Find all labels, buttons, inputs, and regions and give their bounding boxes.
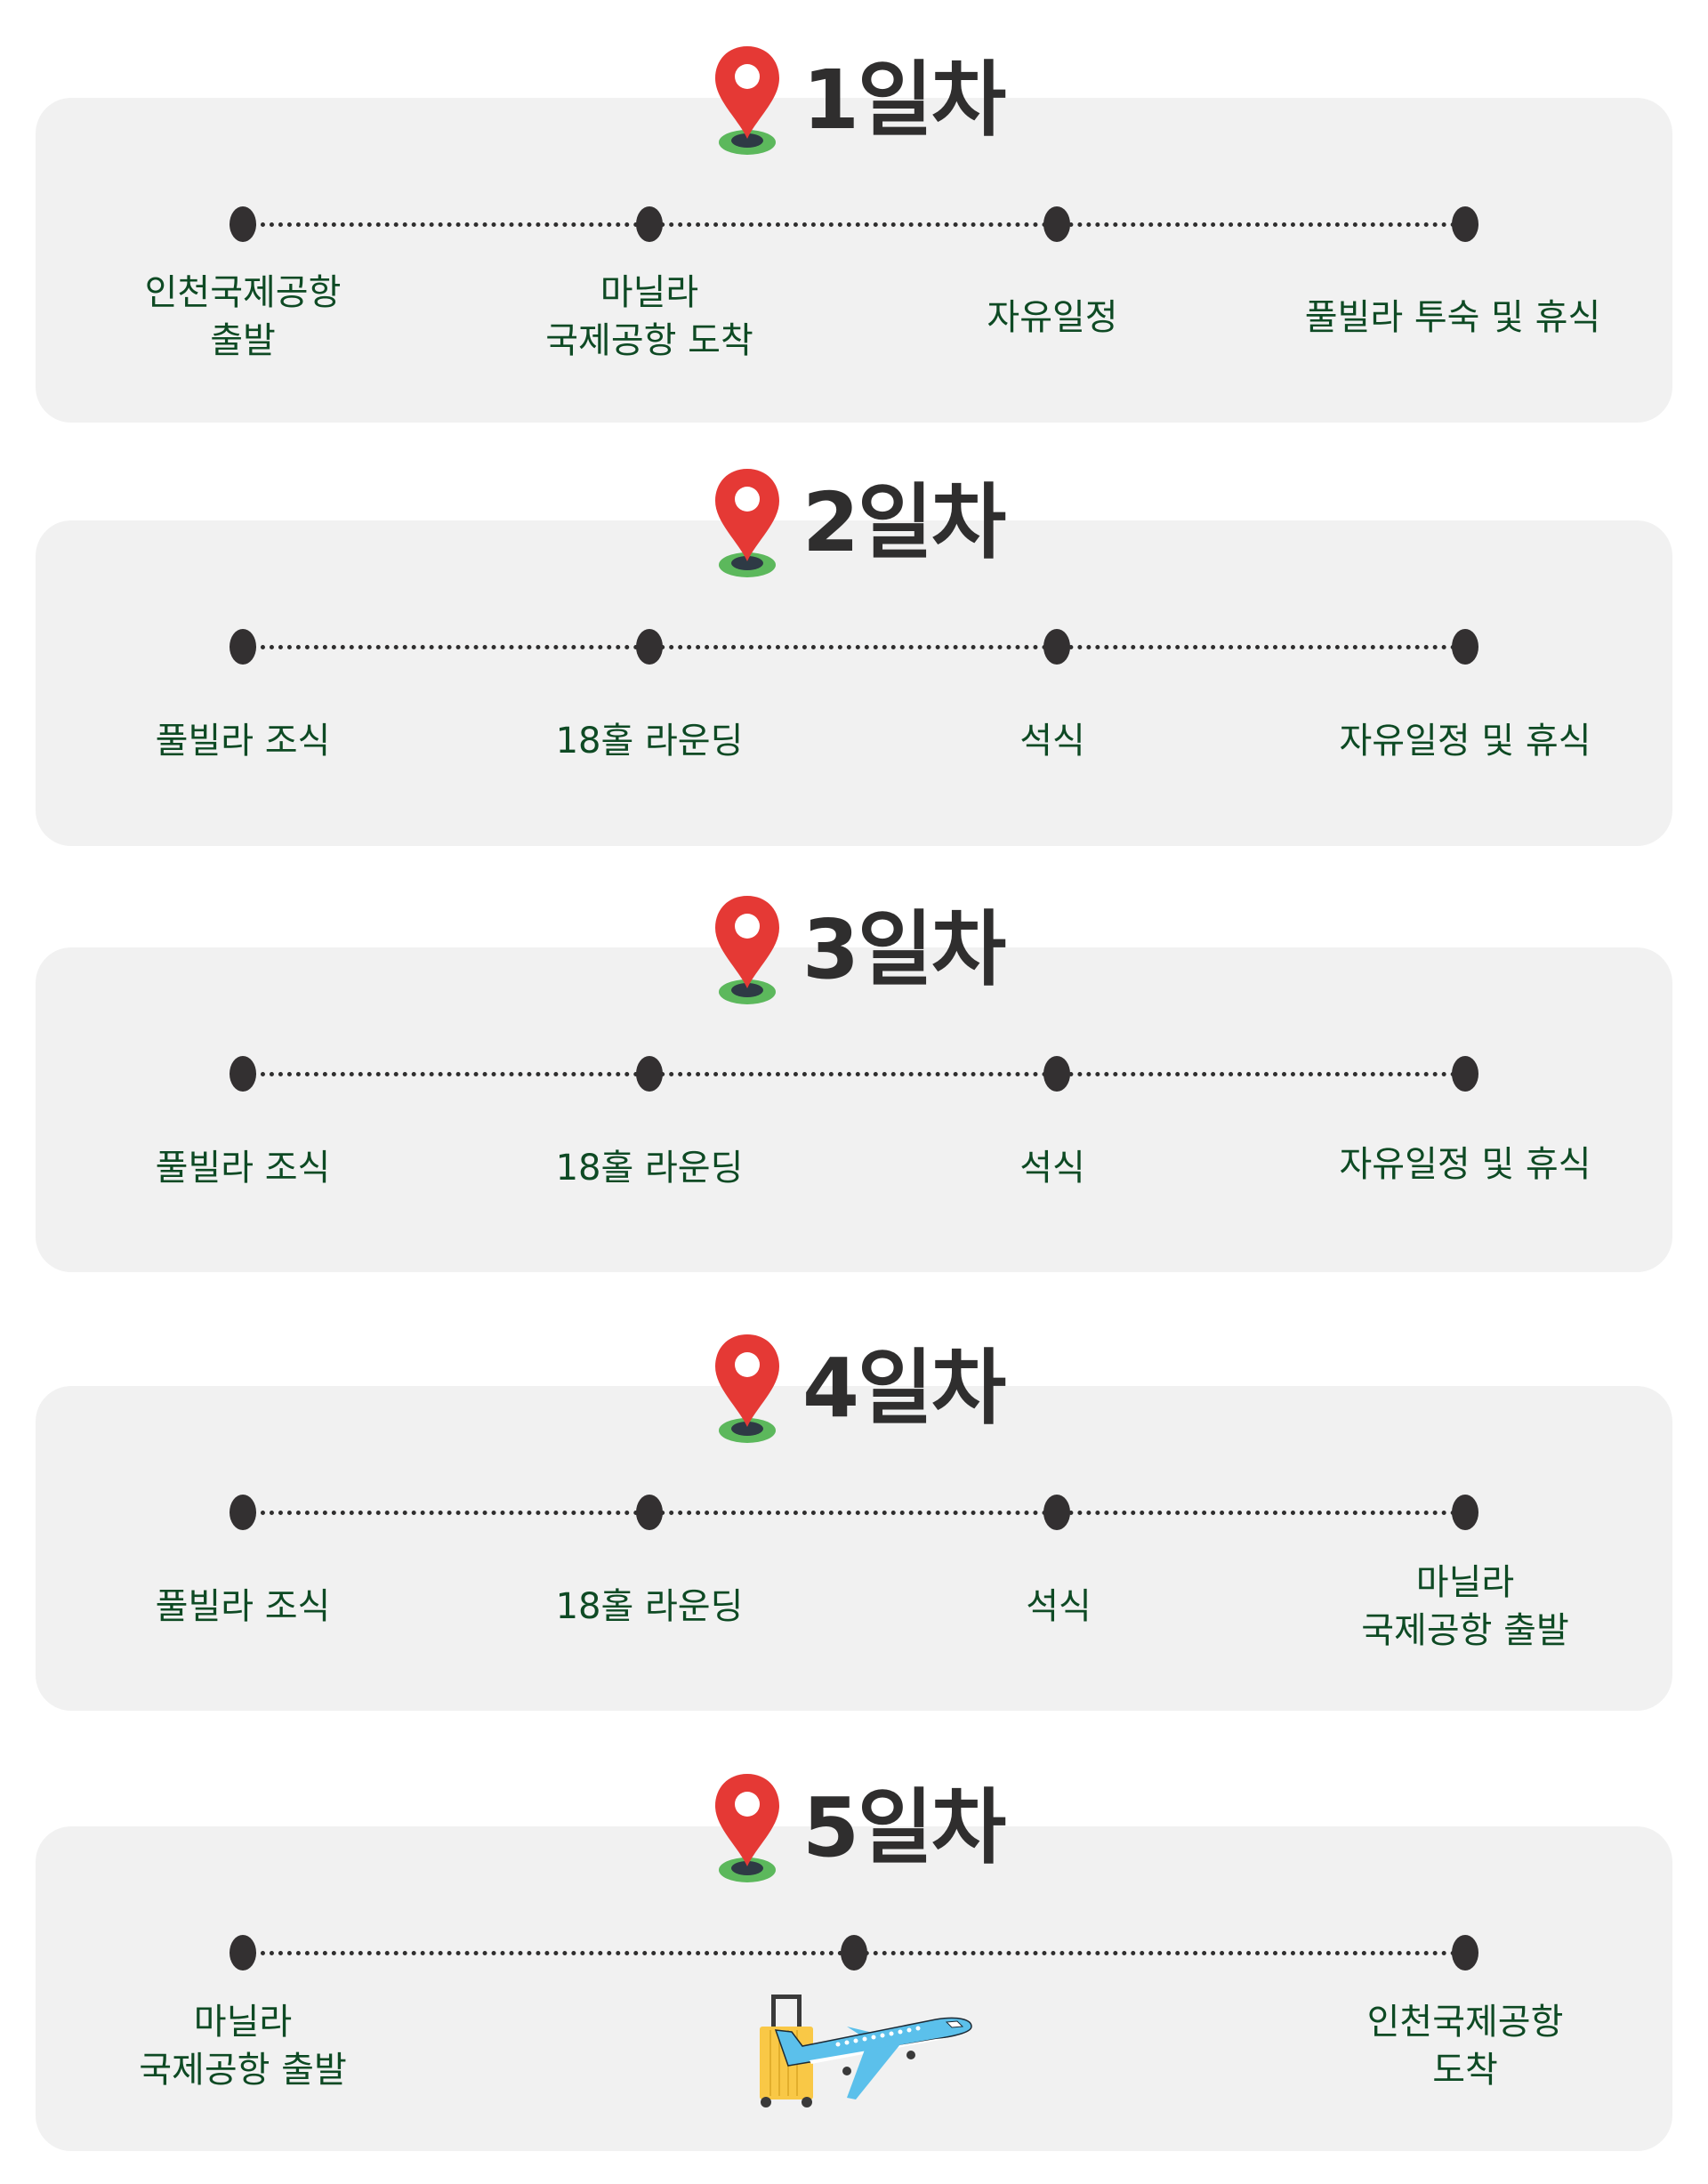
map-pin-icon xyxy=(712,892,783,1008)
timeline-dot xyxy=(230,629,256,665)
stop-label: 풀빌라 조식 xyxy=(155,1586,331,1627)
timeline-dot xyxy=(1452,206,1478,242)
day-2-title: 2일차 xyxy=(802,475,1006,570)
timeline-dot xyxy=(1452,629,1478,665)
timeline-dot xyxy=(1452,1935,1478,1970)
stop-label: 석식 xyxy=(1026,1586,1092,1627)
timeline-dot xyxy=(636,206,663,242)
timeline-dot xyxy=(1043,629,1070,665)
stop-label: 석식 xyxy=(1019,721,1085,762)
timeline-dot xyxy=(230,1935,256,1970)
map-pin-icon xyxy=(712,43,783,158)
timeline-dot xyxy=(1452,1495,1478,1530)
day-3-heading: 3일차 xyxy=(712,892,1014,1008)
stop-label: 인천국제공항 도착 xyxy=(1366,2002,1564,2091)
day-2-heading: 2일차 xyxy=(712,465,1014,581)
timeline-dot xyxy=(230,206,256,242)
stop-label: 자유일정 및 휴식 xyxy=(1339,1144,1591,1185)
day-3-card xyxy=(36,947,1672,1272)
day-1-title: 1일차 xyxy=(802,52,1006,148)
day-1-card xyxy=(36,98,1672,423)
day-1-timeline xyxy=(243,222,1465,227)
stop-label: 자유일정 xyxy=(987,297,1118,338)
day-4-heading: 4일차 xyxy=(712,1331,1014,1447)
stop-label: 마닐라 국제공항 도착 xyxy=(545,272,753,361)
day-4-title: 4일차 xyxy=(802,1341,1006,1436)
day-3-title: 3일차 xyxy=(802,902,1006,997)
timeline-dot xyxy=(636,629,663,665)
timeline-dot xyxy=(230,1495,256,1530)
airplane-suitcase-icon xyxy=(758,1993,980,2108)
stop-label: 18홀 라운딩 xyxy=(555,721,744,762)
stop-label: 18홀 라운딩 xyxy=(555,1586,744,1627)
map-pin-icon xyxy=(712,1331,783,1447)
timeline-dot xyxy=(1452,1056,1478,1092)
timeline-dot xyxy=(1043,206,1070,242)
day-2-timeline xyxy=(243,645,1465,649)
stop-label: 풀빌라 투숙 및 휴식 xyxy=(1304,297,1601,338)
timeline-dot xyxy=(230,1056,256,1092)
day-5-heading: 5일차 xyxy=(712,1770,1014,1886)
stop-label: 석식 xyxy=(1019,1148,1085,1189)
timeline-dot xyxy=(636,1495,663,1530)
stop-label: 풀빌라 조식 xyxy=(155,721,331,762)
day-4-timeline xyxy=(243,1511,1465,1515)
timeline-dot xyxy=(1043,1495,1070,1530)
timeline-dot xyxy=(1043,1056,1070,1092)
stop-label: 마닐라 국제공항 출발 xyxy=(139,2002,347,2091)
stop-label: 자유일정 및 휴식 xyxy=(1339,721,1591,762)
day-1-heading: 1일차 xyxy=(712,43,1014,158)
stop-label: 인천국제공항 출발 xyxy=(144,272,342,361)
stop-label: 풀빌라 조식 xyxy=(155,1148,331,1189)
day-5-title: 5일차 xyxy=(802,1780,1006,1875)
map-pin-icon xyxy=(712,465,783,581)
day-4-card xyxy=(36,1386,1672,1711)
map-pin-icon xyxy=(712,1770,783,1886)
timeline-dot xyxy=(636,1056,663,1092)
timeline-dot xyxy=(841,1935,867,1970)
day-2-card xyxy=(36,520,1672,846)
day-3-timeline xyxy=(243,1072,1465,1076)
stop-label: 마닐라 국제공항 출발 xyxy=(1361,1562,1569,1651)
stop-label: 18홀 라운딩 xyxy=(555,1148,744,1189)
